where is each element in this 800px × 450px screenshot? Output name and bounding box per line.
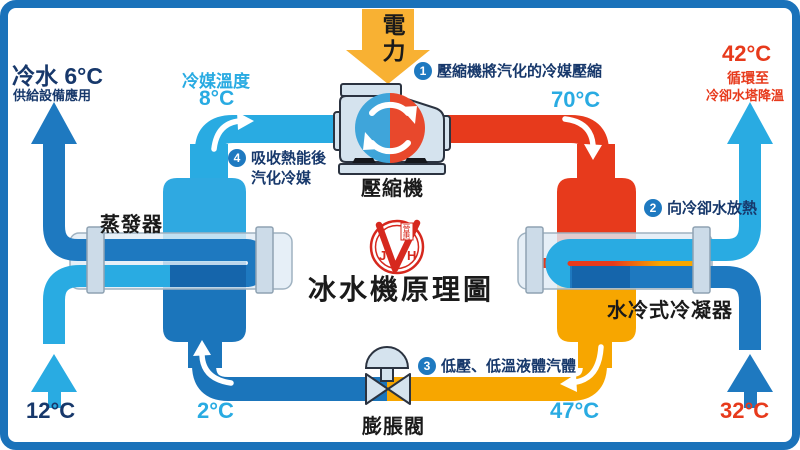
chilled-return-temp: 12°C [26, 398, 76, 423]
cooling-water-inlet-pipe [570, 266, 761, 350]
power-arrow [346, 9, 430, 84]
compressor-out-temp: 70°C [551, 87, 601, 112]
logo-letter-h: H [407, 248, 416, 263]
expansion-valve-illustration [364, 346, 411, 405]
condenser-label: 水冷式冷凝器 [607, 300, 733, 322]
step-4: 4 吸收熱能後 汽化冷媒 [228, 149, 326, 190]
cooling-water-in-arrow-stem [744, 392, 757, 408]
cooling-out-temp: 42°C [722, 41, 772, 66]
compressor-illustration [333, 83, 451, 175]
step-4-text: 吸收熱能後 汽化冷媒 [251, 149, 326, 190]
cooling-in-temp: 32°C [720, 398, 770, 423]
cooling-water-in-arrow [727, 354, 773, 392]
logo-seal-top: 晉 [403, 224, 411, 233]
power-label: 電力 [379, 13, 405, 65]
flow-arrows [199, 116, 604, 386]
chilled-water-out-arrow [31, 102, 77, 144]
step-3-badge: 3 [418, 357, 436, 375]
rotation-arrow-top [400, 106, 417, 124]
rotation-arrow-bottom [363, 132, 380, 150]
diagram-title: 冰水機原理圖 [308, 274, 495, 305]
evaporator-label: 蒸發器 [100, 214, 163, 236]
step-4-line1: 吸收熱能後 [251, 150, 327, 167]
valve-label: 膨脹閥 [362, 416, 425, 438]
step-1-badge: 1 [414, 62, 432, 80]
chilled-water-in-arrow-stem [48, 392, 61, 408]
refrigerant-pipe-evap-to-compressor [195, 115, 352, 152]
logo-seal-bottom: 惠 [403, 231, 411, 241]
step-4-line2: 汽化冷媒 [251, 170, 312, 188]
chilled-supply-temp: 冷水 6°C [12, 63, 103, 89]
step-3: 3 低壓、低溫液體汽體 [418, 357, 576, 377]
flow-arrowheads [193, 112, 602, 392]
evap-refrigerant-temp: 2°C [197, 398, 234, 423]
evaporator-top-neck [190, 144, 228, 182]
cooling-water-out-arrow [727, 102, 773, 144]
step-2-text: 向冷卻水放熱 [667, 200, 758, 217]
chilled-water-return-pipe [43, 265, 170, 344]
evap-out-temp: 8°C [199, 87, 235, 110]
logo-letter-j: J [379, 248, 386, 263]
chilled-water-in-arrow [31, 354, 77, 392]
condenser-refrigerant-strip [542, 258, 700, 268]
step-2-badge: 2 [644, 199, 662, 217]
cooling-out-note2: 冷卻水塔降溫 [706, 88, 785, 103]
refrigerant-temp-label: 冷媒溫度 [182, 72, 250, 91]
cooling-water-outlet-pipe [545, 141, 761, 288]
compressor-label: 壓縮機 [361, 178, 424, 200]
shell-flanges [86, 226, 711, 294]
step-1-text: 壓縮機將汽化的冷媒壓縮 [437, 63, 603, 80]
refrigerant-pipe-compressor-to-condenser [438, 115, 609, 152]
jh-logo: J H 晉 惠 [369, 219, 425, 275]
step-2: 2 向冷卻水放熱 [644, 199, 757, 219]
step-3-text: 低壓、低溫液體汽體 [441, 358, 577, 375]
step-4-badge: 4 [228, 149, 246, 167]
cooling-out-note1: 循環至 [727, 70, 769, 86]
condenser-out-temp: 47°C [550, 398, 600, 423]
chilled-supply-note: 供給設備應用 [13, 88, 92, 103]
step-1: 1 壓縮機將汽化的冷媒壓縮 [414, 62, 602, 82]
